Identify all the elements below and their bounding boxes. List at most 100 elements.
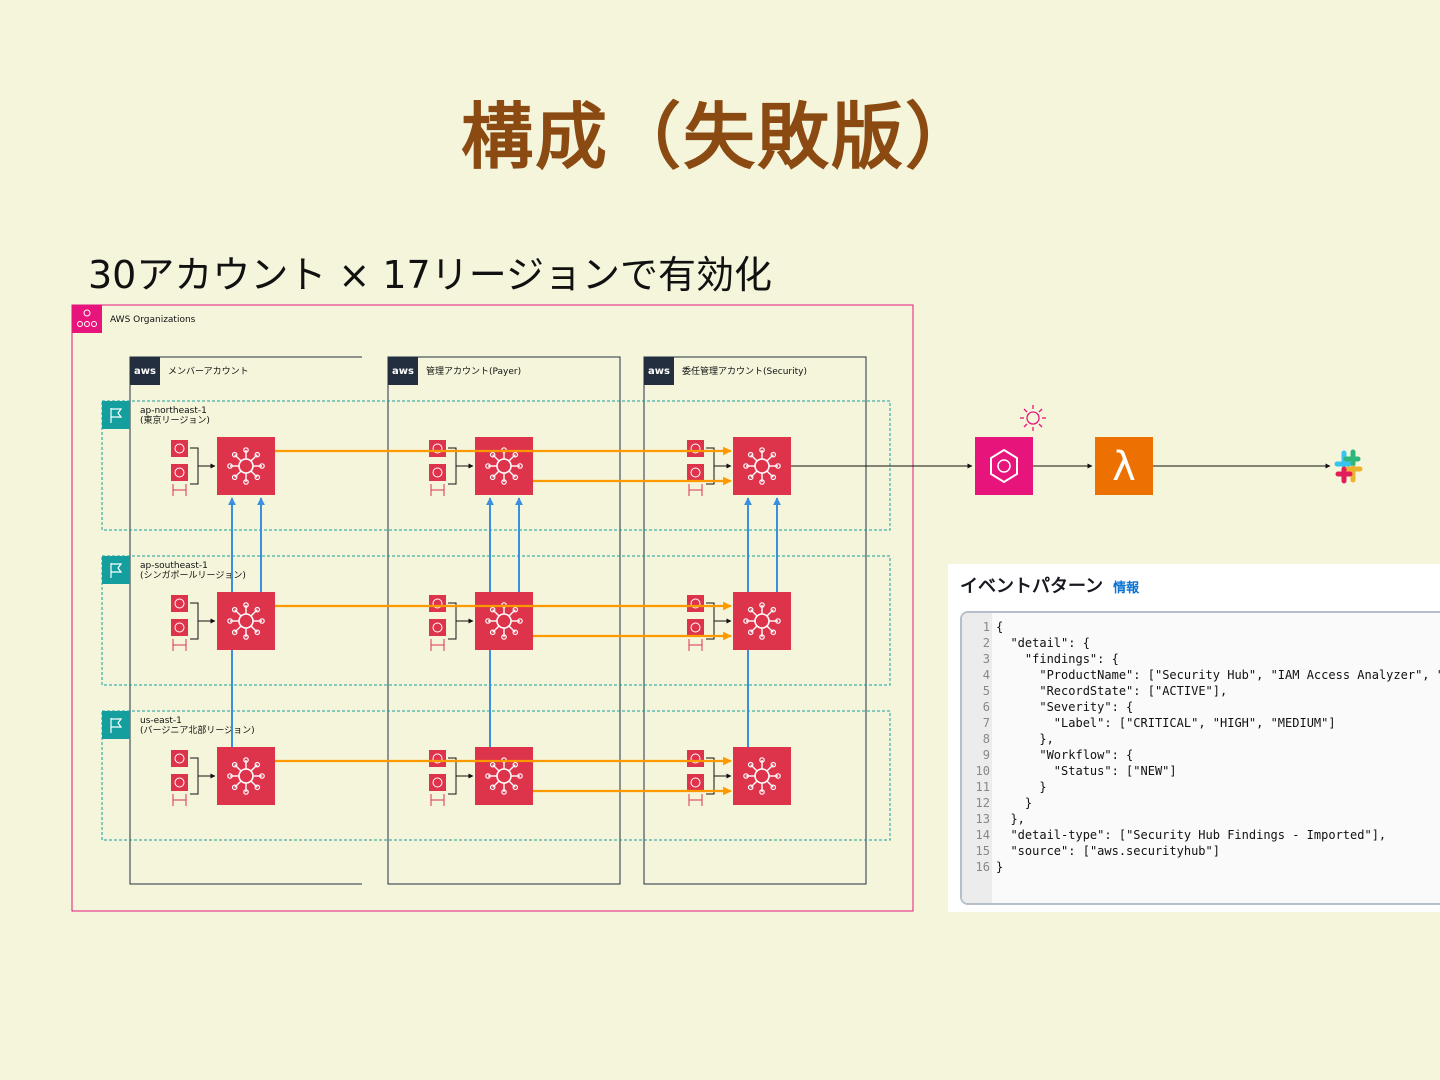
inspector-icon — [171, 464, 188, 481]
line-number: 14 — [975, 828, 990, 842]
account-frame-security — [643, 356, 867, 885]
code-text: } — [996, 860, 1004, 874]
line-number: 1 — [982, 620, 990, 634]
sun-icon — [1020, 405, 1046, 431]
bracket-connector — [706, 602, 715, 640]
account-label-security: 委任管理アカウント(Security) — [682, 365, 807, 377]
bracket-connector — [706, 757, 715, 795]
org-frame — [71, 304, 914, 912]
bracket-connector — [190, 602, 199, 640]
code-line: 11 } — [962, 779, 1440, 795]
code-text: "Label": ["CRITICAL", "HIGH", "MEDIUM"] — [1053, 716, 1336, 730]
account-frame-payer — [387, 356, 621, 885]
code-text: "findings": { — [1024, 652, 1119, 666]
code-line: 6 "Severity": { — [962, 699, 1440, 715]
code-text: }, — [996, 812, 1025, 826]
info-link[interactable]: 情報 — [1113, 581, 1140, 596]
guardduty-icon — [687, 750, 704, 767]
code-line: 14 "detail-type": ["Security Hub Finding… — [962, 827, 1440, 843]
line-number: 6 — [982, 700, 990, 714]
code-text: "RecordState": ["ACTIVE"], — [1039, 684, 1228, 698]
guardduty-icon — [171, 750, 188, 767]
security-hub-icon — [733, 747, 791, 805]
code-line: 5 "RecordState": ["ACTIVE"], — [962, 683, 1440, 699]
bracket-connector — [706, 447, 715, 485]
config-icon — [172, 639, 187, 651]
security-hub-icon — [217, 592, 275, 650]
code-text: "Severity": { — [1039, 700, 1134, 714]
security-hub-icon — [733, 437, 791, 495]
bracket-connector — [190, 757, 199, 795]
inspector-icon — [687, 464, 704, 481]
line-number: 15 — [975, 844, 990, 858]
region-frame — [101, 710, 891, 841]
page-subtitle: 30アカウント × 17リージョンで有効化 — [88, 253, 772, 297]
inspector-icon — [171, 774, 188, 791]
code-line: 9 "Workflow": { — [962, 747, 1440, 763]
code-text: "detail-type": ["Security Hub Findings -… — [1010, 828, 1387, 842]
inspector-icon — [687, 619, 704, 636]
inspector-icon — [429, 619, 446, 636]
lambda-icon: λ — [1095, 437, 1153, 495]
bracket-connector — [190, 447, 199, 485]
config-icon — [430, 484, 445, 496]
region-name: us-east-1 — [140, 716, 182, 726]
code-text: "detail": { — [1010, 636, 1090, 650]
security-hub-icon — [217, 437, 275, 495]
region-flag-icon — [102, 711, 130, 739]
code-text: } — [996, 780, 1047, 794]
line-number: 7 — [982, 716, 990, 730]
code-editor[interactable]: 1{2 "detail": {3 "findings": {4 "Product… — [960, 611, 1440, 905]
line-number-gutter — [962, 613, 992, 903]
config-icon — [688, 484, 703, 496]
line-number: 3 — [982, 652, 990, 666]
config-icon — [688, 639, 703, 651]
code-line: 7 "Label": ["CRITICAL", "HIGH", "MEDIUM"… — [962, 715, 1440, 731]
inspector-icon — [429, 774, 446, 791]
event-pattern-panel: イベントパターン情報 1{2 "detail": {3 "findings": … — [948, 564, 1440, 912]
slack-icon — [1334, 449, 1363, 484]
line-number: 5 — [982, 684, 990, 698]
org-label: AWS Organizations — [110, 315, 196, 325]
line-number: 11 — [975, 780, 990, 794]
security-hub-icon — [733, 592, 791, 650]
guardduty-icon — [429, 440, 446, 457]
bracket-connector — [448, 447, 457, 485]
region-name-ja: (東京リージョン) — [140, 414, 210, 426]
config-icon — [430, 639, 445, 651]
svg-text:λ: λ — [1112, 444, 1136, 490]
inspector-icon — [171, 619, 188, 636]
region-flag-icon — [102, 556, 130, 584]
line-number: 2 — [982, 636, 990, 650]
organizations-icon — [72, 305, 102, 333]
inspector-icon — [429, 464, 446, 481]
config-icon — [430, 794, 445, 806]
aws-logo-icon: aws — [134, 366, 156, 377]
page-title: 構成（失敗版） — [460, 95, 979, 179]
code-text: }, — [996, 732, 1054, 746]
code-line: 3 "findings": { — [962, 651, 1440, 667]
line-number: 9 — [982, 748, 990, 762]
line-number: 10 — [975, 764, 990, 778]
bracket-connector — [448, 602, 457, 640]
security-hub-icon — [475, 437, 533, 495]
code-text: "source": ["aws.securityhub"] — [1010, 844, 1220, 858]
region-frame — [101, 555, 891, 686]
config-icon — [688, 794, 703, 806]
config-icon — [172, 484, 187, 496]
code-line: 2 "detail": { — [962, 635, 1440, 651]
code-text: "Status": ["NEW"] — [1053, 764, 1177, 778]
region-name-ja: (シンガポールリージョン) — [140, 570, 246, 581]
inspector-icon — [687, 774, 704, 791]
region-name: ap-southeast-1 — [140, 561, 208, 571]
aws-logo-icon: aws — [392, 366, 414, 377]
guardduty-icon — [171, 440, 188, 457]
security-hub-icon — [475, 747, 533, 805]
aws-logo-icon: aws — [648, 366, 670, 377]
code-text: { — [996, 620, 1004, 634]
code-lines: 1{2 "detail": {3 "findings": {4 "Product… — [962, 619, 1440, 875]
account-label-payer: 管理アカウント(Payer) — [426, 365, 521, 377]
code-line: 13 }, — [962, 811, 1440, 827]
code-line: 16} — [962, 859, 1440, 875]
